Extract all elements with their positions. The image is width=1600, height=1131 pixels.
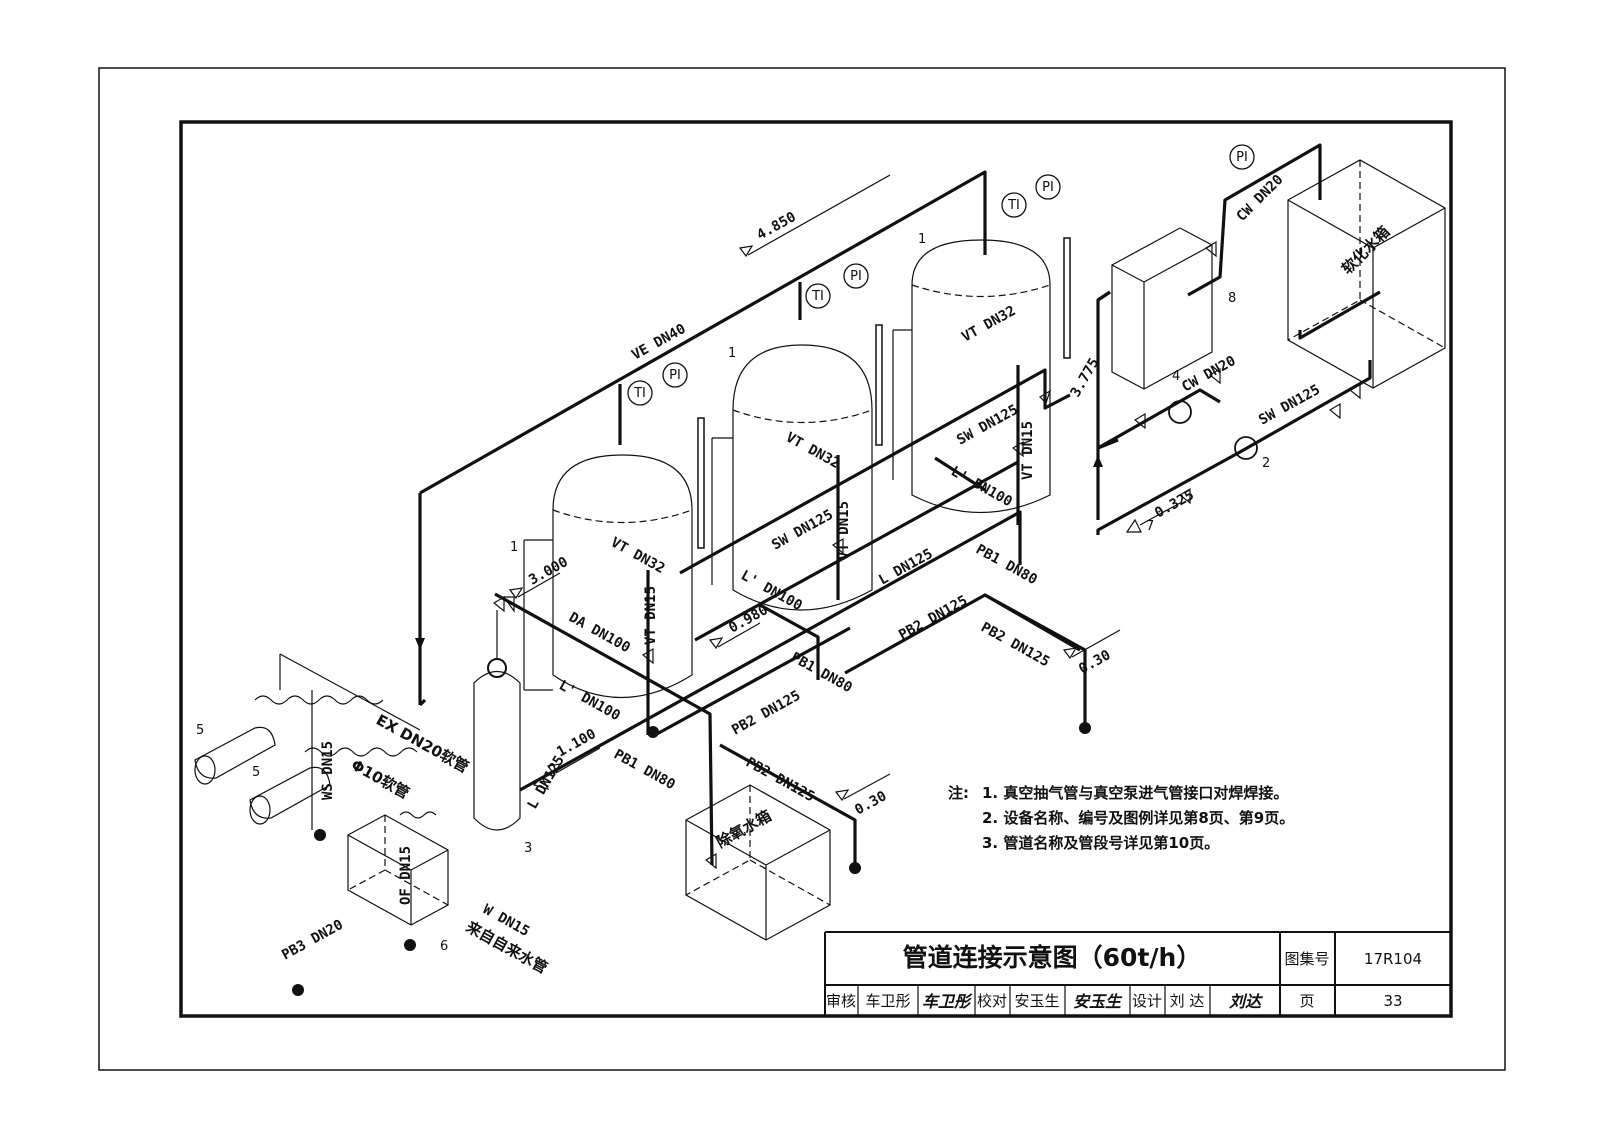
ve-header-pipe xyxy=(418,170,987,707)
pipe-label-vt: VT DN32 xyxy=(608,535,667,578)
equipment-tag: 8 xyxy=(1228,291,1236,306)
deaerator-vessel-1 xyxy=(523,454,693,698)
equipment-tag: 7 xyxy=(1146,519,1154,534)
page-label: 页 xyxy=(1299,992,1314,1010)
pipe-label-sw: SW DN125 xyxy=(769,507,836,554)
pipe-label-ex: EX DN20软管 xyxy=(373,711,472,777)
check-label: 校对 xyxy=(977,992,1007,1010)
equipment-box-8 xyxy=(1111,227,1213,390)
pipe-label-phi: Φ10软管 xyxy=(348,756,412,803)
design-label: 设计 xyxy=(1132,992,1162,1010)
elevation-da: 3.000 xyxy=(526,554,571,588)
instrument-gauges xyxy=(627,144,1255,406)
equipment-tag: 1 xyxy=(510,540,518,555)
pipe-label-lp: L' DN100 xyxy=(738,568,805,615)
note-item: 1. 真空抽气管与真空泵进气管接口对焊焊接。 xyxy=(982,784,1289,802)
drain-points xyxy=(292,722,1091,996)
equipment-tag: 5 xyxy=(196,723,204,738)
gauge-label: PI xyxy=(669,368,681,383)
designer-name: 刘 达 xyxy=(1170,992,1205,1010)
gauge-pi-icon xyxy=(1229,144,1255,170)
elevation-bottom-left: 1.100 xyxy=(554,726,599,760)
gauge-label: TI xyxy=(811,289,824,304)
gauge-ti-icon xyxy=(627,380,653,406)
gauge-label: PI xyxy=(1042,180,1054,195)
elevation-labels: 4.850 3.775 3.000 0.980 1.100 0.325 0.30… xyxy=(526,209,1197,818)
gauge-labels: TI PI TI PI TI PI PI xyxy=(633,150,1248,401)
gauge-pi-icon xyxy=(1035,174,1061,200)
pipe-label-vt15: VT DN15 xyxy=(1020,421,1036,480)
flow-arrows xyxy=(415,455,1103,650)
checker-name: 安玉生 xyxy=(1014,992,1059,1010)
pipe-label-pb2: PB2 DN125 xyxy=(896,593,970,644)
gauge-label: PI xyxy=(1236,150,1248,165)
pipe-label-vt: VT DN32 xyxy=(783,430,842,473)
gauge-label: TI xyxy=(633,386,646,401)
softened-water-tank xyxy=(1287,159,1446,389)
notes-heading: 注: xyxy=(948,784,969,802)
pipe-label-pb3: PB3 DN20 xyxy=(279,917,346,964)
equipment-tag: 5 xyxy=(252,765,260,780)
pipe-label-lp: L' DN100 xyxy=(556,678,623,725)
softened-water-tank-label: 软化水箱 xyxy=(1338,223,1393,278)
gauge-ti-icon xyxy=(805,283,831,309)
pipe-label-vt: VT DN32 xyxy=(959,303,1018,346)
equipment-tag: 1 xyxy=(918,232,926,247)
pipe-label-vt15: VT DN15 xyxy=(836,501,852,560)
equipment-tag: 6 xyxy=(440,939,448,954)
equipment-tag: 1 xyxy=(728,346,736,361)
water-seal-box-6 xyxy=(347,814,449,926)
pipe-label-pb1: PB1 DN80 xyxy=(788,650,855,697)
equipment-tag: 4 xyxy=(1172,369,1180,384)
page-number: 33 xyxy=(1383,992,1402,1010)
designer-signature: 刘达 xyxy=(1229,992,1264,1011)
pipe-label-da: DA DN100 xyxy=(566,610,633,657)
deaerated-water-tank xyxy=(685,784,831,941)
pipe-label-pb2: PB2 DN125 xyxy=(729,688,803,739)
circulation-pumps xyxy=(1168,400,1258,460)
cylinder-3 xyxy=(473,610,521,831)
review-label: 审核 xyxy=(826,992,856,1010)
pipe-label-sw: SW DN125 xyxy=(954,402,1021,449)
pipe-label-sw: SW DN125 xyxy=(1256,382,1323,429)
deaerated-water-tank-label: 除氧水箱 xyxy=(713,807,774,852)
pipe-label-l: L DN125 xyxy=(876,546,935,589)
gauge-ti-icon xyxy=(1001,192,1027,218)
pipe-label-pb1: PB1 DN80 xyxy=(973,542,1040,589)
note-item: 3. 管道名称及管段号详见第10页。 xyxy=(982,834,1220,852)
inner-border xyxy=(179,120,1453,1018)
gauge-pi-icon xyxy=(662,362,688,388)
gauge-label: PI xyxy=(850,269,862,284)
notes-list: 1. 真空抽气管与真空泵进气管接口对焊焊接。 2. 设备名称、编号及图例详见第8… xyxy=(982,781,1294,856)
atlas-number: 17R104 xyxy=(1364,950,1422,968)
level-gauges xyxy=(697,237,1071,549)
atlas-label: 图集号 xyxy=(1284,950,1329,968)
vacuum-pumps-5 xyxy=(194,653,437,830)
checker-signature: 安玉生 xyxy=(1073,992,1123,1011)
elevation-l: 0.980 xyxy=(726,602,771,636)
gauge-pi-icon xyxy=(843,263,869,289)
elevation-pump: 0.325 xyxy=(1152,487,1197,521)
elevation-marks xyxy=(508,174,1181,802)
pipe-label-vt15: VT DN15 xyxy=(643,586,659,645)
valves xyxy=(492,240,1361,870)
reviewer-signature: 车卫彤 xyxy=(922,992,973,1011)
deaerator-vessel-2 xyxy=(711,344,873,611)
drawing-title: 管道连接示意图（60t/h） xyxy=(903,943,1202,972)
pipe-label-cw: CW DN20 xyxy=(1179,353,1238,396)
outer-border xyxy=(98,67,1506,1071)
pipe-label-ws: WS DN15 xyxy=(320,741,336,800)
pipe-label-of: OF DN15 xyxy=(398,846,414,905)
note-item: 2. 设备名称、编号及图例详见第8页、第9页。 xyxy=(982,809,1295,827)
equipment-tag: 2 xyxy=(1262,456,1270,471)
pipe-label-pb1: PB1 DN80 xyxy=(611,747,678,794)
gauge-label: TI xyxy=(1007,198,1020,213)
equipment-tag: 3 xyxy=(524,841,532,856)
elevation-drain-2: 0.30 xyxy=(852,788,889,818)
reviewer-name: 车卫彤 xyxy=(865,992,910,1010)
title-block: 管道连接示意图（60t/h） 图集号 17R104 审核 车卫彤 车卫彤 校对 … xyxy=(824,931,1451,1016)
pipe-label-pb2: PB2 DN125 xyxy=(743,755,817,806)
